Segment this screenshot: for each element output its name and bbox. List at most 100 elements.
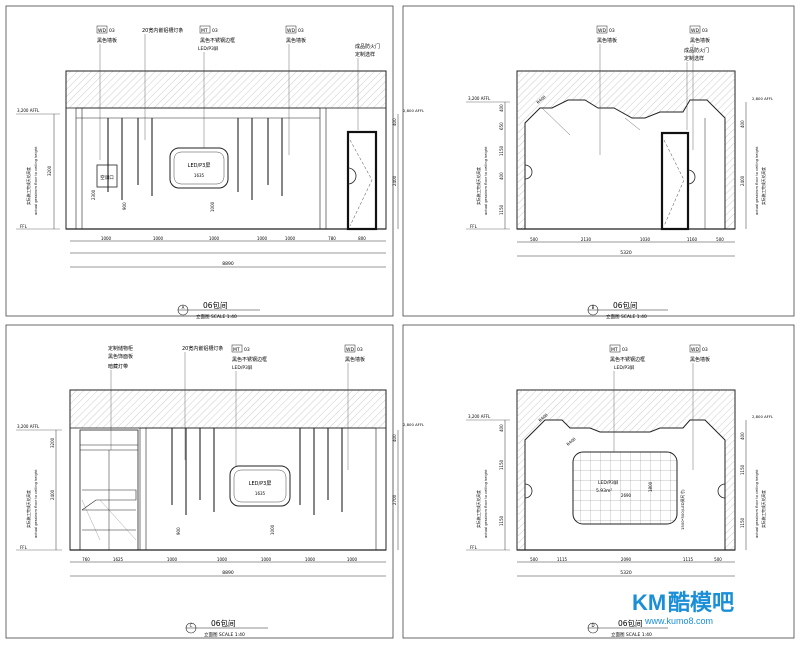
svg-text:1150: 1150 xyxy=(740,464,745,475)
svg-text:03: 03 xyxy=(622,347,628,353)
door-handle-arc xyxy=(687,169,696,185)
svg-text:MT: MT xyxy=(611,347,618,353)
svg-text:黑色墙板: 黑色墙板 xyxy=(97,37,117,44)
svg-text:WD: WD xyxy=(287,28,295,34)
inner-dim: 1000 xyxy=(210,201,215,212)
svg-text:MT: MT xyxy=(233,347,240,353)
view-title: 06包间 xyxy=(211,618,236,628)
vertical-label: 实际施工完成天花高度 xyxy=(26,167,31,205)
led-grid-screen xyxy=(572,451,678,525)
led-screen-inner xyxy=(173,151,225,185)
height-dims-right: 400 1150 1150 xyxy=(740,432,745,528)
svg-text:2090: 2090 xyxy=(621,557,632,562)
panel-a: LED/P3屏 1635 空调口 900 1000 2300 WD 03 黑色墙… xyxy=(16,25,425,320)
svg-text:暗藏灯带: 暗藏灯带 xyxy=(108,363,128,370)
panel-frame-a xyxy=(5,5,394,317)
ceiling-zone xyxy=(517,390,735,550)
light-slots xyxy=(171,428,343,515)
svg-text:500: 500 xyxy=(714,557,722,562)
callouts: 定制储物柜 黑色饰面板 暗藏灯带 20宽内嵌铝槽灯条 MT 03 黑色不锈钢边框… xyxy=(108,344,365,470)
level-top: 3,200 AFFL xyxy=(468,96,491,101)
vertical-label: 实际施工完成天花高度 xyxy=(476,490,481,528)
ceiling-zone xyxy=(69,389,387,429)
panel-frame-d xyxy=(402,324,795,639)
screen-height: 1800 xyxy=(648,481,653,492)
svg-text:20宽内嵌铝槽灯条: 20宽内嵌铝槽灯条 xyxy=(182,345,223,352)
svg-text:500: 500 xyxy=(716,237,724,242)
view-title: 06包间 xyxy=(203,300,228,310)
ceiling-zone xyxy=(517,71,735,229)
view-scale: 立面图 SCALE 1:40 xyxy=(611,631,652,638)
svg-text:黑色墙板: 黑色墙板 xyxy=(597,37,617,44)
level-ffl: FFL xyxy=(470,545,478,550)
height-dims-left: 400 650 1150 400 1150 xyxy=(499,104,504,215)
svg-text:03: 03 xyxy=(357,347,363,353)
total-width: 5320 xyxy=(620,570,632,576)
screen-label: LED/P3屏 xyxy=(188,163,211,169)
svg-text:780: 780 xyxy=(328,236,336,241)
panel-frame-c xyxy=(5,324,394,639)
total-width: 8890 xyxy=(222,570,234,576)
radius-label-2: R400 xyxy=(565,436,577,447)
svg-text:1000: 1000 xyxy=(305,557,316,562)
callouts: WD 03 黑色墙板 WD 03 黑色墙板 成品防火门 定制选样 xyxy=(596,25,710,155)
right-level: 2,800 AFFL xyxy=(403,108,425,113)
svg-text:黑色不锈钢边框: 黑色不锈钢边框 xyxy=(200,37,235,44)
watermark-url: www.kumo8.com xyxy=(644,616,713,626)
svg-text:1150: 1150 xyxy=(740,517,745,528)
svg-text:定制储物柜: 定制储物柜 xyxy=(108,345,133,352)
svg-text:1115: 1115 xyxy=(557,557,568,562)
wall-arc xyxy=(524,483,533,499)
inner-dim: 1000 xyxy=(270,524,275,535)
panel-b: R400 WD 03 黑色墙板 WD 03 黑色墙板 成品防火门 定制选样 3,… xyxy=(466,25,774,320)
height-dim: 400 xyxy=(392,434,397,442)
inner-dim: 900 xyxy=(122,202,127,210)
svg-text:760: 760 xyxy=(82,557,90,562)
watermark-logo: KM xyxy=(632,590,666,615)
view-scale: 立面图 SCALE 1:40 xyxy=(196,313,237,320)
svg-text:WD: WD xyxy=(98,28,106,34)
door-swing xyxy=(663,139,685,227)
svg-text:WD: WD xyxy=(598,28,606,34)
svg-text:1000: 1000 xyxy=(217,557,228,562)
svg-text:2130: 2130 xyxy=(581,237,592,242)
bottom-dims: 500 1115 2090 1115 500 xyxy=(530,557,722,562)
svg-text:1000: 1000 xyxy=(101,236,112,241)
fire-door xyxy=(346,130,378,231)
svg-text:黑色饰面板: 黑色饰面板 xyxy=(108,353,133,360)
svg-text:黑色墙板: 黑色墙板 xyxy=(286,37,306,44)
fire-door xyxy=(660,131,690,231)
screen-label: LED/P3屏 xyxy=(598,480,619,486)
svg-text:LED/P3屏: LED/P3屏 xyxy=(198,46,219,52)
svg-text:03: 03 xyxy=(212,28,218,34)
svg-text:1150: 1150 xyxy=(499,515,504,526)
screen-area: 5.93m² xyxy=(596,488,612,494)
svg-text:03: 03 xyxy=(244,347,250,353)
svg-text:黑色墙板: 黑色墙板 xyxy=(345,356,365,363)
door-handle-arc xyxy=(347,167,357,185)
svg-text:黑色不锈钢边框: 黑色不锈钢边框 xyxy=(232,356,267,363)
led-screen-inner xyxy=(233,469,287,503)
wall-arc xyxy=(717,483,726,499)
svg-text:黑色墙板: 黑色墙板 xyxy=(690,356,710,363)
svg-text:1000: 1000 xyxy=(167,557,178,562)
svg-text:LED/P3屏: LED/P3屏 xyxy=(232,365,253,371)
level-top: 3,200 AFFL xyxy=(17,424,40,429)
bottom-dims: 500 2130 1030 1160 500 xyxy=(530,237,724,242)
led-screen xyxy=(169,147,229,189)
radius-label: R400 xyxy=(537,412,549,423)
svg-text:WD: WD xyxy=(691,347,699,353)
svg-text:1030: 1030 xyxy=(640,237,651,242)
svg-text:400: 400 xyxy=(740,432,745,440)
height-dims-left: 400 1150 1150 xyxy=(499,424,504,526)
height-dim: 400 xyxy=(392,118,397,126)
inner-dim: 2300 xyxy=(91,189,96,200)
svg-text:成品防火门: 成品防火门 xyxy=(684,47,709,54)
svg-text:500: 500 xyxy=(530,237,538,242)
height-dim: 2700 xyxy=(392,494,397,505)
svg-text:1625: 1625 xyxy=(113,557,124,562)
vertical-label: actual gesstrom floor to ceiling height xyxy=(34,146,38,215)
svg-text:1150: 1150 xyxy=(499,459,504,470)
